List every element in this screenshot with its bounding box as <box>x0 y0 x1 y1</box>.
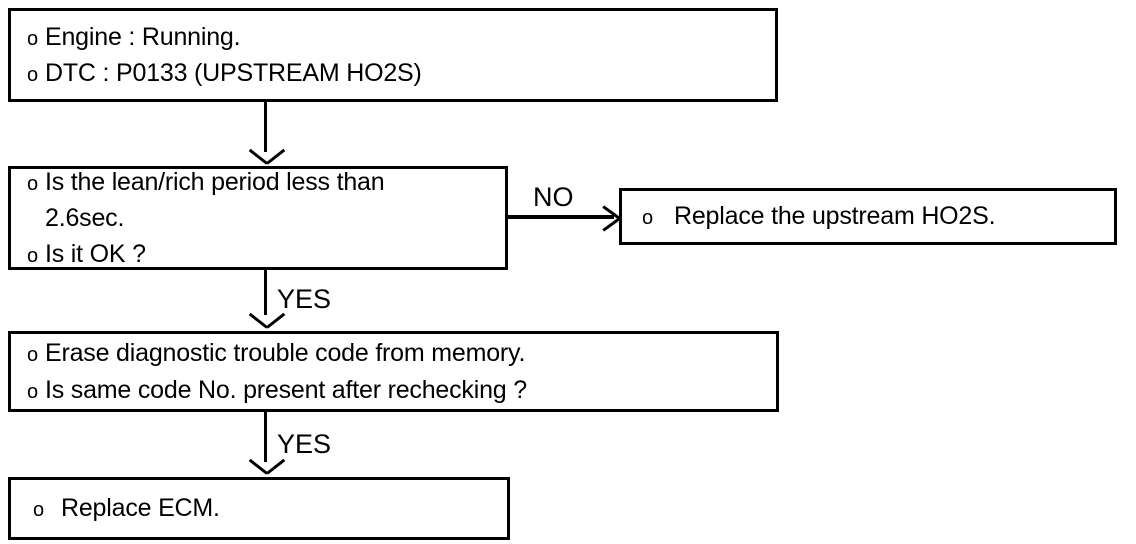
flowchart-node-replace-ecm: o Replace ECM. <box>8 477 510 540</box>
bullet-text: Erase diagnostic trouble code from memor… <box>45 339 526 368</box>
bullet-marker-icon: o <box>27 245 39 268</box>
bullet-text: DTC : P0133 (UPSTREAM HO2S) <box>45 59 422 87</box>
bullet-marker-icon: o <box>27 172 39 195</box>
bullet-text: Is the lean/rich period less than 2.6sec. <box>45 164 385 237</box>
edge-label-yes-first: YES <box>277 284 332 314</box>
connector-conditions-to-question <box>264 102 267 152</box>
connector-question-to-replace-ho2s <box>508 215 614 219</box>
bullet-marker-icon: o <box>27 344 39 367</box>
bullet-marker-icon: o <box>27 27 39 50</box>
bullet-marker-icon: o <box>642 207 654 230</box>
bullet-text: Is same code No. present after recheckin… <box>45 375 527 404</box>
bullet-text-continuation: 2.6sec. <box>45 203 125 232</box>
flowchart-node-replace-ho2s: o Replace the upstream HO2S. <box>619 188 1117 245</box>
bullet-line: o Replace the upstream HO2S. <box>622 198 1114 234</box>
flowchart-node-erase-code: o Erase diagnostic trouble code from mem… <box>8 331 779 412</box>
flowchart-node-conditions: o Engine : Running. o DTC : P0133 (UPSTR… <box>8 8 778 102</box>
bullet-line: o Replace ECM. <box>11 490 507 526</box>
bullet-line: o Engine : Running. <box>11 19 775 55</box>
bullet-text: Is it OK ? <box>45 240 146 269</box>
bullet-line: o Is it OK ? <box>11 236 505 272</box>
bullet-line: o Erase diagnostic trouble code from mem… <box>11 335 776 371</box>
bullet-text: Replace ECM. <box>61 494 220 523</box>
bullet-line: o Is the lean/rich period less than 2.6se… <box>11 164 505 237</box>
flowchart-node-question: o Is the lean/rich period less than 2.6se… <box>8 166 508 270</box>
bullet-line: o DTC : P0133 (UPSTREAM HO2S) <box>11 55 775 91</box>
bullet-marker-icon: o <box>27 380 39 403</box>
connector-question-to-erase <box>264 270 267 315</box>
bullet-text-first-line: Is the lean/rich period less than <box>45 167 385 196</box>
bullet-text: Engine : Running. <box>45 22 241 51</box>
bullet-marker-icon: o <box>33 499 45 522</box>
connector-erase-to-replace-ecm <box>264 412 267 462</box>
edge-label-yes-second: YES <box>277 429 332 459</box>
bullet-text: Replace the upstream HO2S. <box>674 202 996 231</box>
bullet-line: o Is same code No. present after recheck… <box>11 372 776 408</box>
bullet-marker-icon: o <box>27 64 39 86</box>
edge-label-no: NO <box>533 182 574 212</box>
